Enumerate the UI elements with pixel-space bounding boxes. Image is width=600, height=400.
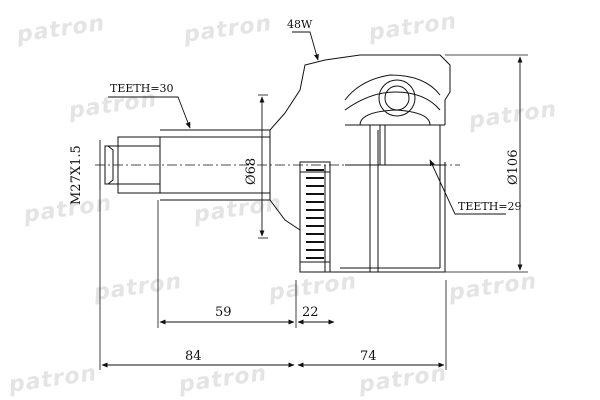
watermark: patron bbox=[6, 361, 98, 398]
watermark: patron bbox=[91, 269, 183, 306]
dimension-lines bbox=[101, 56, 523, 368]
dia-106-label: Ø106 bbox=[506, 150, 521, 185]
dim-22-label: 22 bbox=[302, 305, 319, 320]
outer-housing bbox=[269, 54, 451, 273]
dia-68-label: Ø68 bbox=[244, 158, 259, 185]
inner-race bbox=[344, 74, 441, 165]
watermark: patron bbox=[366, 9, 458, 46]
watermark: patron bbox=[181, 11, 273, 48]
watermark: patron bbox=[266, 269, 358, 306]
watermark: patron bbox=[446, 269, 538, 306]
teeth-shaft-label: TEETH=30 bbox=[110, 82, 174, 95]
dim-74-label: 74 bbox=[360, 349, 377, 364]
watermark: patron bbox=[14, 11, 106, 48]
watermark: patron bbox=[466, 97, 558, 134]
watermark: patron bbox=[356, 361, 448, 398]
width-label: 48W bbox=[287, 18, 313, 31]
extension-lines bbox=[99, 54, 528, 370]
dim-59-label: 59 bbox=[215, 305, 232, 320]
teeth-abs-label: TEETH=29 bbox=[458, 200, 522, 213]
dim-84-label: 84 bbox=[185, 349, 202, 364]
watermark: patron bbox=[176, 361, 268, 398]
thread-label: M27X1.5 bbox=[69, 145, 84, 205]
outline-layer bbox=[95, 31, 528, 370]
leader-lines bbox=[99, 31, 506, 215]
abs-ring bbox=[306, 169, 324, 259]
